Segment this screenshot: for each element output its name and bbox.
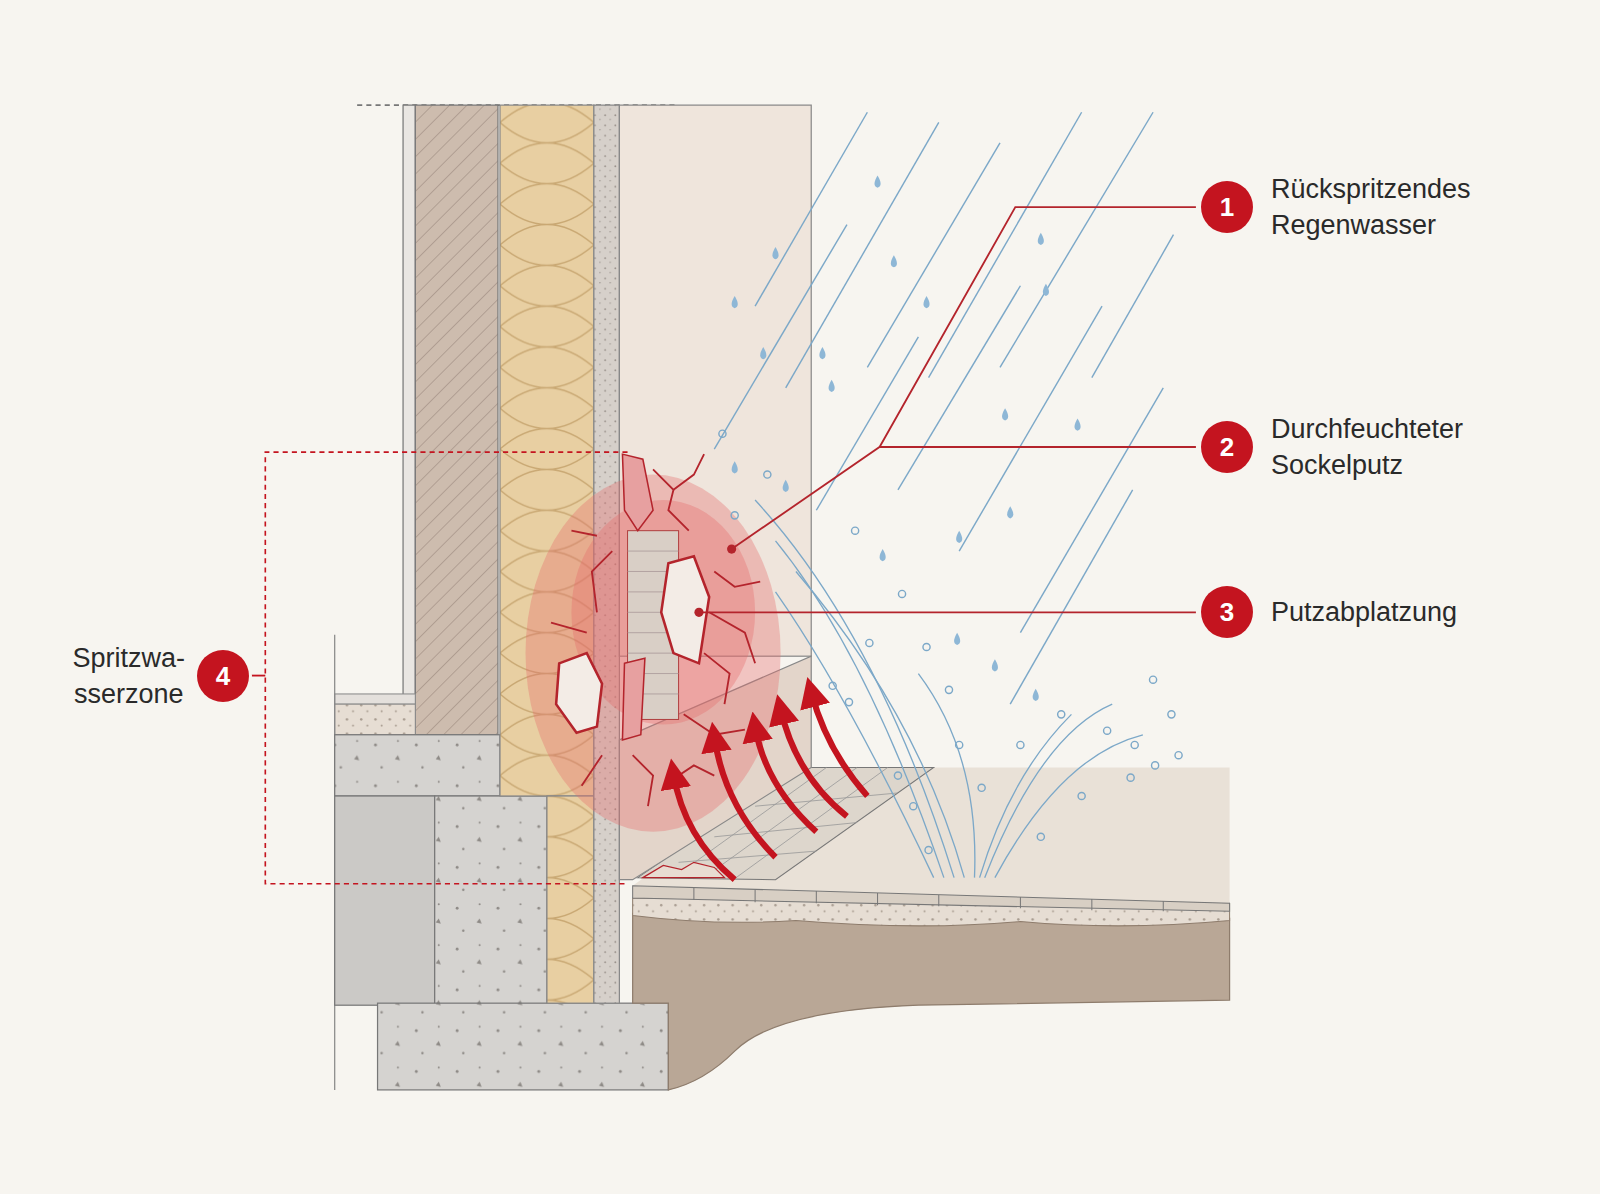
callout-circle: 3Putzabplatzung xyxy=(1201,586,1253,638)
callout-number: 1 xyxy=(1201,181,1253,233)
callout-label: Putzabplatzung xyxy=(1271,594,1457,630)
callout-label: Spritzwa- sserzone xyxy=(72,640,185,712)
callout-label: Durchfeuchteter Sockelputz xyxy=(1271,411,1463,483)
callout-number: 2 xyxy=(1201,421,1253,473)
callout-label: Rückspritzendes Regenwasser xyxy=(1271,171,1471,243)
callout-number: 4 xyxy=(197,650,249,702)
callout-circle: 4Spritzwa- sserzone xyxy=(197,650,249,702)
callout-circle: 1Rückspritzendes Regenwasser xyxy=(1201,181,1253,233)
callout-circle: 2Durchfeuchteter Sockelputz xyxy=(1201,421,1253,473)
callout-number: 3 xyxy=(1201,586,1253,638)
